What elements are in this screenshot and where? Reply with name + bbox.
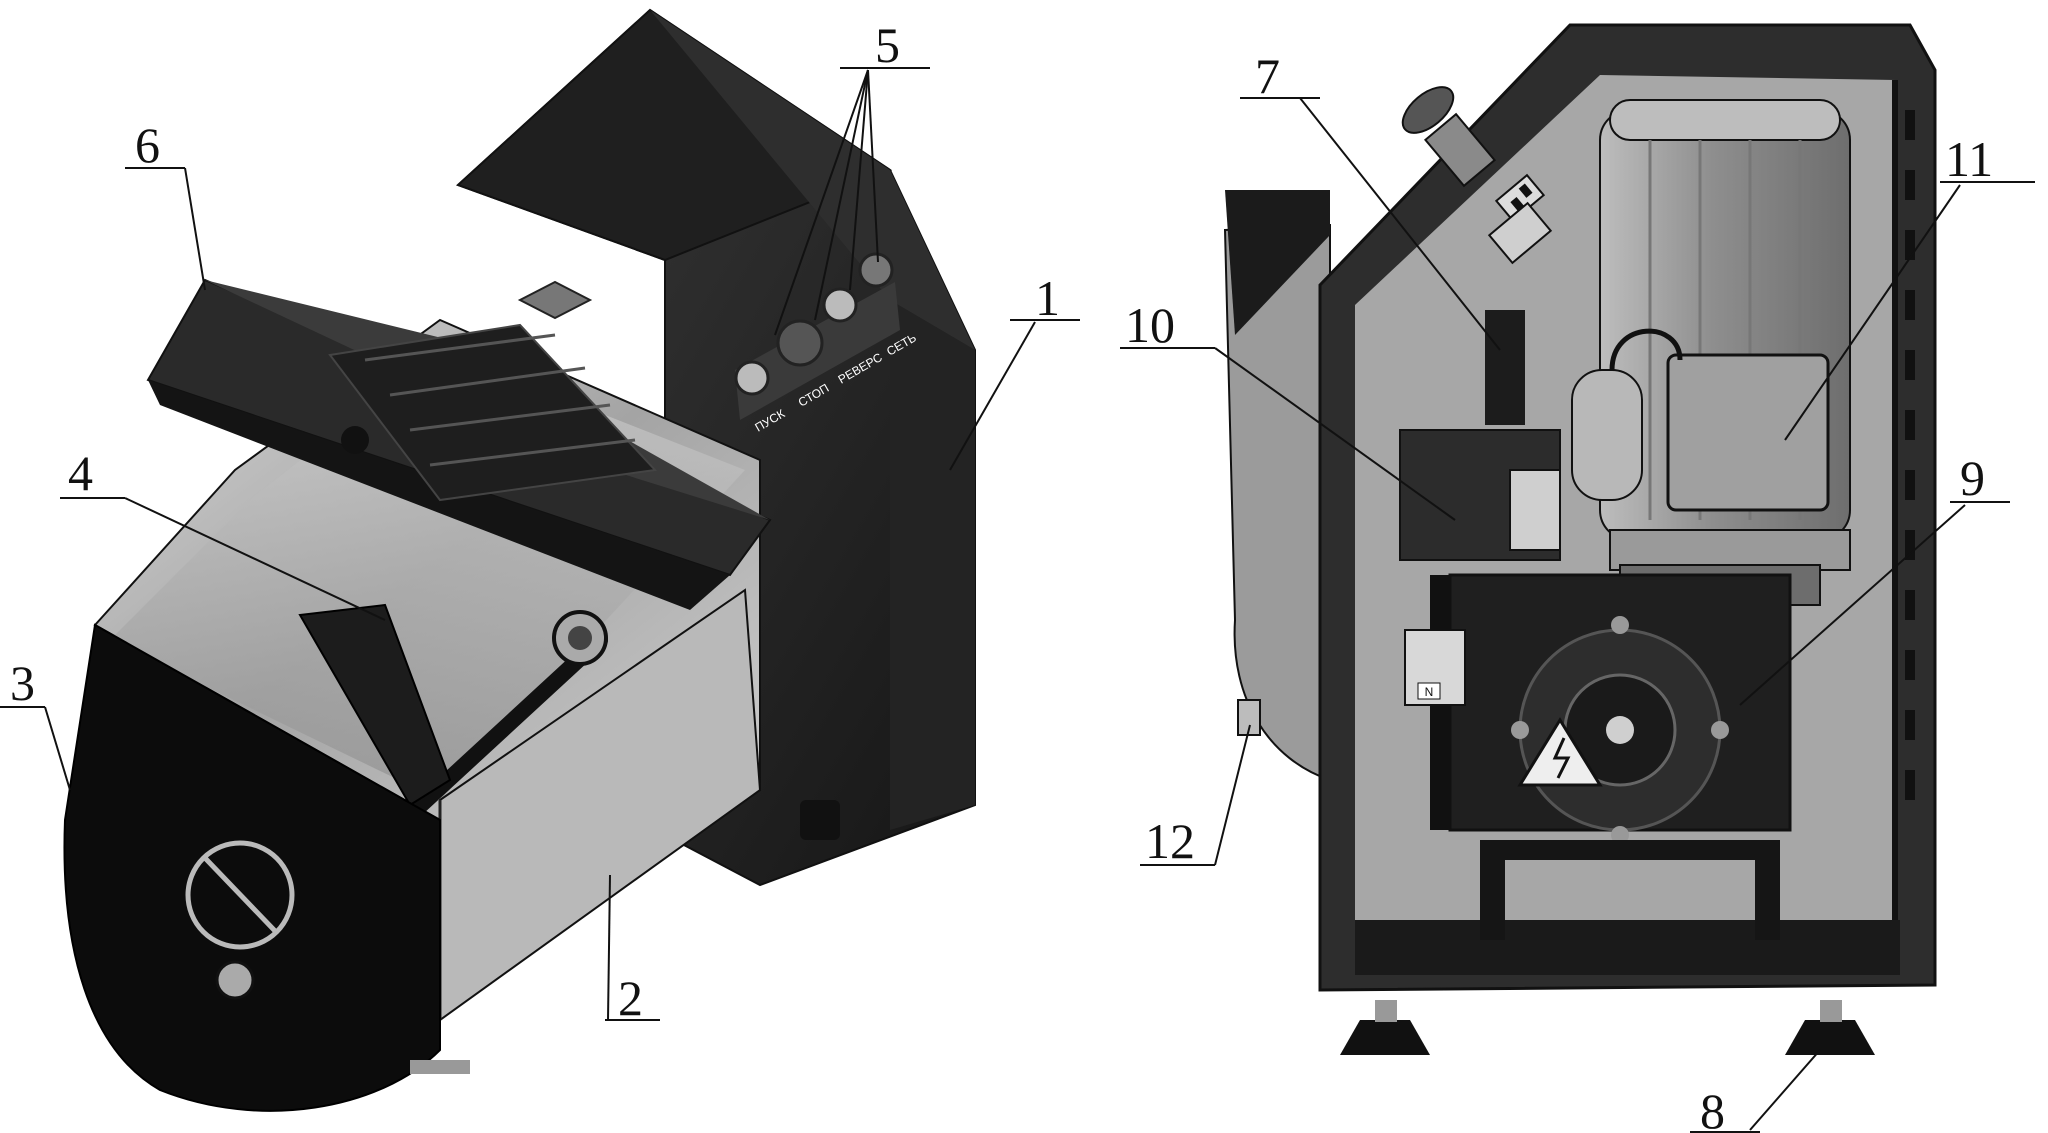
left-machine-view: ПУСК СТОП РЕВЕРС СЕТЬ: [63, 8, 976, 1112]
callout-label: 8: [1700, 1083, 1725, 1133]
callout-7: 7: [1240, 48, 1501, 351]
start-button[interactable]: [734, 360, 770, 396]
high-voltage-sign: [1517, 717, 1603, 787]
callout-10: 10: [1120, 297, 1456, 521]
callout-label: 7: [1255, 48, 1280, 104]
mixing-paddle: [298, 603, 452, 807]
cover-knob[interactable]: [215, 960, 255, 1000]
cover-latch[interactable]: [410, 1060, 470, 1074]
callout-9: 9: [1739, 450, 2010, 706]
gearbox: [1430, 573, 1792, 844]
motor-capacitor: [1571, 369, 1643, 501]
rear-lid: [1225, 190, 1330, 335]
lid-grille: [328, 323, 658, 502]
right-machine-view: N: [1223, 23, 1937, 1055]
callout-label: 2: [618, 970, 643, 1026]
callout-6: 6: [125, 117, 206, 291]
reverse-button[interactable]: [822, 287, 858, 323]
no-hands-sign: [185, 840, 295, 950]
hinged-lid: [146, 278, 772, 610]
relay: [1485, 310, 1525, 425]
top-connectors: [1401, 86, 1553, 265]
housing-foot: [800, 800, 840, 840]
callout-label: 3: [10, 655, 35, 711]
lid-knob[interactable]: [341, 426, 369, 454]
callout-11: 11: [1784, 131, 2035, 441]
mounting-bracket: [1480, 840, 1780, 860]
callout-label: 4: [68, 445, 93, 501]
callout-label: 11: [1945, 131, 1993, 187]
callout-2: 2: [605, 874, 660, 1026]
logo-plate: [517, 280, 593, 320]
terminal-box: [1666, 353, 1830, 512]
callout-3: 3: [0, 655, 71, 791]
callout-label: 5: [875, 17, 900, 73]
callout-label: 10: [1125, 297, 1175, 353]
feet: [1340, 1000, 1875, 1055]
callout-label: 1: [1035, 270, 1060, 326]
callout-label: 9: [1960, 450, 1985, 506]
callout-1: 1: [949, 270, 1080, 471]
callout-8: 8: [1690, 1049, 1821, 1133]
electric-motor: [1571, 99, 1851, 606]
contactor-block: [1399, 310, 1561, 561]
network-lamp: [858, 252, 894, 288]
cable-gland: [1237, 699, 1261, 736]
vent-slots: [1905, 110, 1915, 800]
callout-5: 5: [774, 17, 930, 336]
callout-label: 6: [135, 117, 160, 173]
end-cover: [63, 623, 470, 1112]
callout-12: 12: [1140, 724, 1251, 869]
terminal-plate-label: N: [1425, 685, 1434, 699]
callout-4: 4: [60, 445, 386, 621]
terminal-plate: N: [1404, 629, 1466, 706]
stop-button[interactable]: [776, 319, 824, 367]
callout-label: 12: [1145, 813, 1195, 869]
